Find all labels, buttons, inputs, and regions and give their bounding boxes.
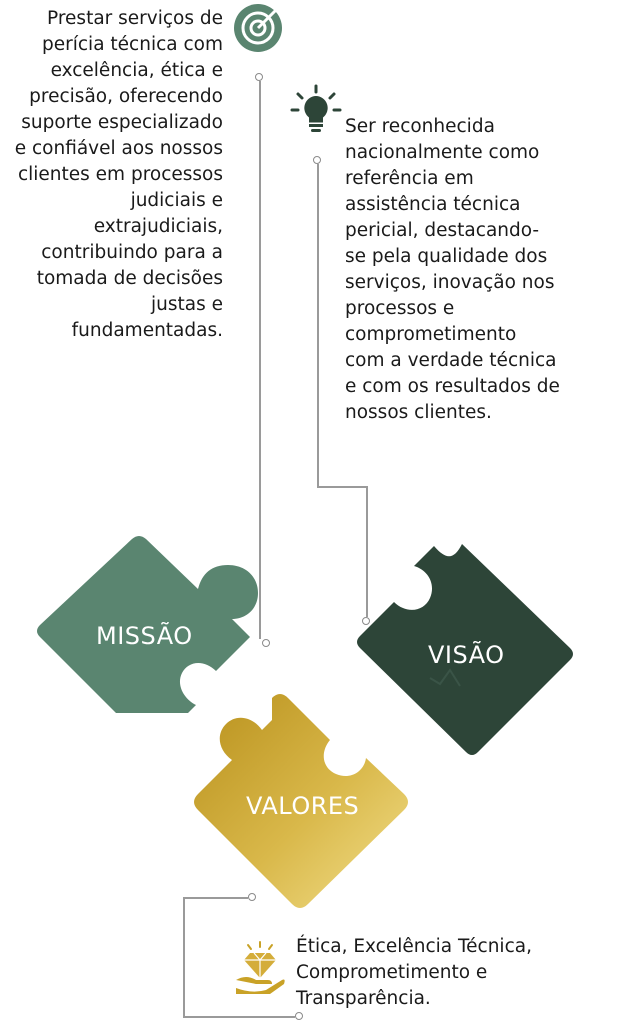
valores-puzzle-piece [194, 694, 408, 908]
missao-connector-bottom [262, 639, 270, 647]
visao-connector-bottom [362, 617, 370, 625]
visao-connector-line-a [317, 164, 319, 486]
valores-text: Ética, Excelência Técnica, Comprometimen… [296, 936, 532, 1009]
visao-text: Ser reconhecida nacionalmente como refer… [345, 116, 560, 423]
visao-connector-top [313, 156, 321, 164]
valores-title: VALORES [246, 792, 360, 820]
missao-title: MISSÃO [96, 622, 193, 650]
missao-text: Prestar serviços de perícia técnica com … [14, 8, 223, 341]
diamond-hand-icon [236, 941, 285, 994]
visao-puzzle-piece [357, 544, 573, 755]
valores-connector-bottom [295, 1012, 303, 1020]
valores-connector-line-b [183, 897, 185, 1017]
valores-connector-line-a [183, 897, 248, 899]
target-icon [234, 4, 282, 52]
lightbulb-icon [290, 84, 342, 132]
visao-connector-line-c [366, 486, 368, 617]
valores-connector-line-c [183, 1016, 295, 1018]
missao-connector-top [255, 73, 263, 81]
visao-title: VISÃO [428, 641, 505, 669]
missao-connector-line [259, 81, 261, 639]
visao-connector-line-b [317, 486, 367, 488]
missao-puzzle-piece [37, 536, 258, 713]
valores-connector-top [248, 893, 256, 901]
